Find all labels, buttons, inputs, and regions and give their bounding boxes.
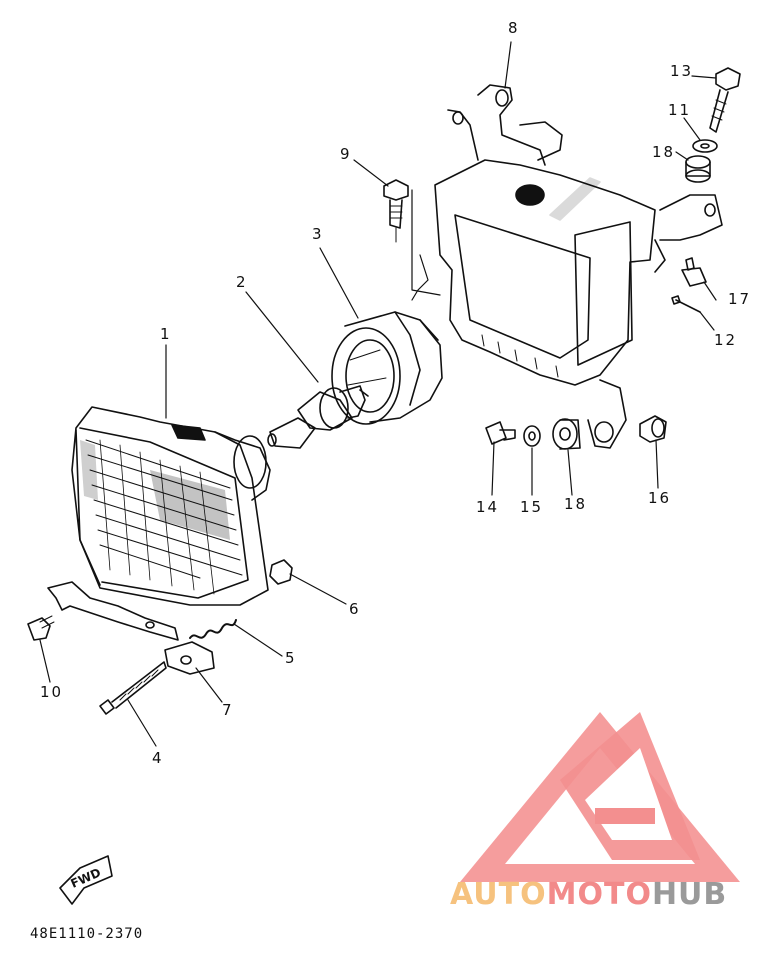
callout-8: 8 — [508, 19, 520, 37]
fwd-arrow — [59, 855, 113, 905]
watermark-wordmark: AUTOMOTOHUB — [450, 880, 727, 910]
callout-18-top: 18 — [652, 143, 676, 161]
callout-7: 7 — [222, 701, 234, 719]
callout-2: 2 — [236, 273, 248, 291]
screw-10 — [27, 615, 55, 641]
adjuster-plate-7 — [164, 641, 215, 675]
bolt-9 — [383, 179, 409, 243]
callout-12: 12 — [714, 331, 738, 349]
callout-5: 5 — [285, 649, 297, 667]
callout-1: 1 — [160, 325, 172, 343]
callout-16: 16 — [648, 489, 672, 507]
callout-18-lower: 18 — [564, 495, 588, 513]
washer-11 — [692, 139, 718, 153]
callout-15: 15 — [520, 498, 544, 516]
bolt-13 — [709, 67, 741, 133]
callout-10: 10 — [40, 683, 64, 701]
washer-15 — [523, 425, 541, 447]
document-code: 48E1110-2370 — [30, 926, 144, 942]
callout-6: 6 — [349, 600, 361, 618]
lower-bracket — [47, 581, 179, 641]
callout-3: 3 — [312, 225, 324, 243]
watermark-auto: AUTO — [450, 877, 547, 912]
headlight-stay — [411, 84, 723, 449]
spring-5 — [189, 619, 237, 639]
leader-lines — [39, 41, 717, 747]
adjusting-screw-4 — [99, 661, 167, 715]
watermark-logo — [460, 712, 740, 882]
bulb — [267, 385, 369, 449]
callout-14: 14 — [476, 498, 500, 516]
bolt-14 — [485, 421, 516, 445]
watermark-moto: MOTO — [546, 877, 652, 912]
watermark-hub: HUB — [651, 877, 728, 912]
callout-4: 4 — [152, 749, 164, 767]
callout-11: 11 — [668, 101, 692, 119]
pin-12 — [671, 295, 701, 313]
bolt-16 — [639, 415, 667, 443]
nut-6 — [269, 559, 293, 585]
headlight-unit — [71, 406, 271, 606]
callout-9: 9 — [340, 145, 352, 163]
grommet-18-top — [685, 155, 711, 183]
socket-17 — [681, 257, 707, 287]
grommet-18-lower — [552, 418, 581, 450]
socket-cover — [331, 311, 443, 425]
callout-17: 17 — [728, 290, 752, 308]
callout-13: 13 — [670, 62, 694, 80]
